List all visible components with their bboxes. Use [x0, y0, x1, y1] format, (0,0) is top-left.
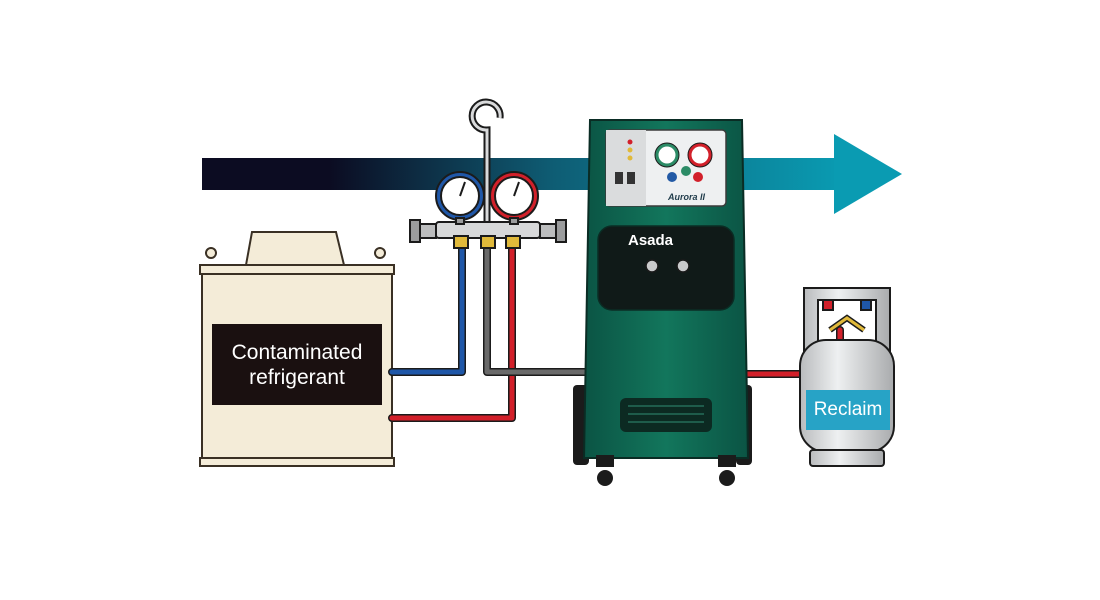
- source-label-line-1: Contaminated: [231, 340, 363, 364]
- source-label-line-2: refrigerant: [249, 365, 345, 389]
- machine-model: Aurora II: [668, 192, 706, 202]
- high-side-hose: [388, 238, 516, 422]
- recovery-machine: [573, 119, 752, 486]
- low-pressure-gauge: [435, 171, 485, 225]
- source-label: Contaminated refrigerant: [212, 324, 382, 405]
- flow-arrow: [202, 134, 902, 214]
- reclaim-cylinder: [799, 287, 895, 467]
- machine-brand: Asada: [628, 232, 674, 249]
- source-label-text: Contaminated refrigerant: [232, 340, 363, 390]
- reclaim-label: Reclaim: [806, 390, 890, 430]
- manifold-gauge: [409, 98, 567, 249]
- low-side-hose: [388, 238, 466, 376]
- front-panel: [597, 225, 735, 311]
- reclaim-label-text: Reclaim: [813, 399, 883, 420]
- high-pressure-gauge: [489, 171, 539, 225]
